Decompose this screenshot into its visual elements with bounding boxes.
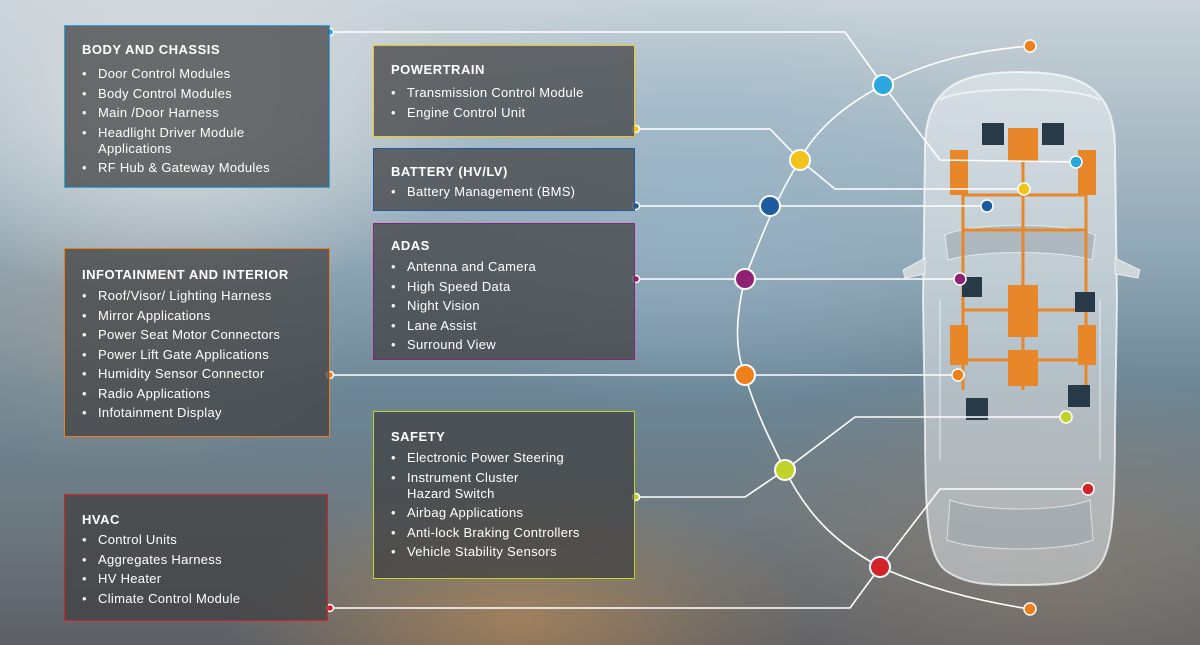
list-item: Lane Assist [391,318,536,334]
list-item: Aggregates Harness [82,552,240,568]
list-item: Engine Control Unit [391,105,584,121]
list-item: Infotainment Display [82,405,280,421]
list-item: Body Control Modules [82,86,270,102]
panel-infotainment-and-interior: INFOTAINMENT AND INTERIOR Roof/Visor/ Li… [64,248,330,437]
panel-title: BODY AND CHASSIS [82,42,221,57]
list-item: Power Lift Gate Applications [82,347,280,363]
list-item: Transmission Control Module [391,85,584,101]
panel-hvac: HVAC Control UnitsAggregates Harness HV H… [64,494,328,621]
list-item: Radio Applications [82,386,280,402]
panel-title: HVAC [82,512,120,527]
panel-adas: ADAS Antenna and CameraHigh Speed DataNi… [373,223,635,360]
panel-title: ADAS [391,238,430,253]
list-item: Anti-lock Braking Controllers [391,525,580,541]
list-item: Control Units [82,532,240,548]
panel-item-list: Battery Management (BMS) [391,184,575,204]
list-item: Roof/Visor/ Lighting Harness [82,288,280,304]
panel-item-list: Transmission Control ModuleEngine Contro… [391,85,584,124]
list-item: RF Hub & Gateway Modules [82,160,270,176]
hub-nodes [734,74,894,578]
hub-safety [774,459,796,481]
list-item: Climate Control Module [82,591,240,607]
panel-item-list: Roof/Visor/ Lighting HarnessMirror Appli… [82,288,280,425]
list-item: Main /Door Harness [82,105,270,121]
list-item: HV Heater [82,571,240,587]
list-item: Night Vision [391,298,536,314]
panel-item-list: Electronic Power SteeringInstrument Clus… [391,450,580,564]
panel-title: INFOTAINMENT AND INTERIOR [82,267,289,282]
panel-title: SAFETY [391,429,446,444]
panel-item-list: Control UnitsAggregates Harness HV Heater… [82,532,240,610]
list-item: Vehicle Stability Sensors [391,544,580,560]
list-item: High Speed Data [391,279,536,295]
list-item: Antenna and Camera [391,259,536,275]
hub-infotainment [734,364,756,386]
hub-powertrain [789,149,811,171]
panel-powertrain: POWERTRAIN Transmission Control ModuleEn… [373,45,635,137]
list-item: Humidity Sensor Connector [82,366,280,382]
list-item: Mirror Applications [82,308,280,324]
list-item: Surround View [391,337,536,353]
list-item: Door Control Modules [82,66,270,82]
hub-battery [759,195,781,217]
list-item: Battery Management (BMS) [391,184,575,200]
panel-title: POWERTRAIN [391,62,485,77]
panel-item-list: Door Control ModulesBody Control Modules… [82,66,270,180]
module-blocks [950,123,1096,420]
hub-hvac [869,556,891,578]
panel-battery: BATTERY (HV/LV) Battery Management (BMS) [373,148,635,211]
list-item: Electronic Power Steering [391,450,580,466]
hub-body-chassis [872,74,894,96]
list-item: Power Seat Motor Connectors [82,327,280,343]
panel-body-and-chassis: BODY AND CHASSIS Door Control ModulesBod… [64,25,330,188]
panel-item-list: Antenna and CameraHigh Speed DataNight V… [391,259,536,357]
list-item: Airbag Applications [391,505,580,521]
hub-adas [734,268,756,290]
panel-title: BATTERY (HV/LV) [391,164,508,179]
panel-safety: SAFETY Electronic Power SteeringInstrume… [373,411,635,579]
